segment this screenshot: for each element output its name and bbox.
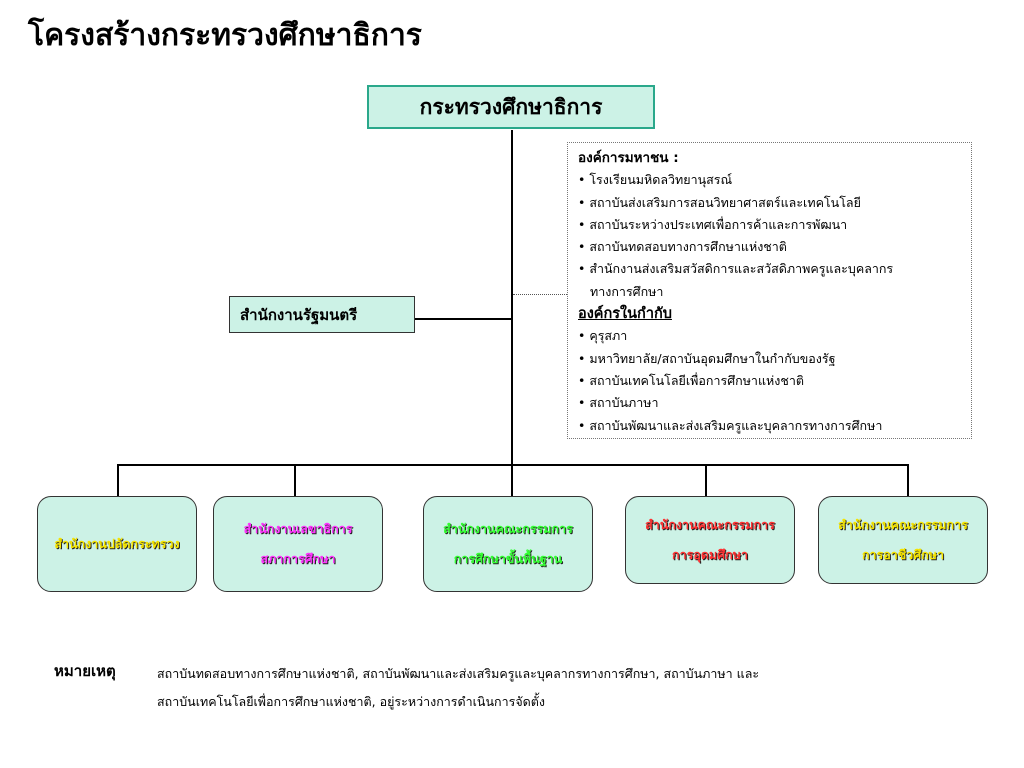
connector-unit-1 [117, 464, 119, 496]
unit-basic-education-commission: สำนักงานคณะกรรมการ การศึกษาขั้นพื้นฐาน [423, 496, 593, 592]
unit-label-line2: การอุดมศึกษา [672, 547, 748, 562]
public-org-item: • โรงเรียนมหิดลวิทยานุสรณ์ [578, 172, 733, 188]
public-org-item: • สถาบันระหว่างประเทศเพื่อการค้าและการพั… [578, 216, 848, 232]
connector-info-box [513, 294, 567, 295]
affiliated-organizations-box: องค์การมหาชน : • โรงเรียนมหิดลวิทยานุสรณ… [567, 142, 972, 439]
oversight-org-item: • มหาวิทยาลัย/สถาบันอุดมศึกษาในกำกับของร… [578, 350, 836, 366]
public-org-item: • สถาบันส่งเสริมการสอนวิทยาศาสตร์และเทคโ… [578, 194, 861, 210]
unit-education-council-office: สำนักงานเลขาธิการ สภาการศึกษา [213, 496, 383, 592]
unit-label-line2: การอาชีวศึกษา [861, 547, 945, 562]
connector-main-vertical [511, 130, 513, 465]
connector-unit-2 [294, 464, 296, 496]
unit-label-line2: การศึกษาขั้นพื้นฐาน [453, 551, 563, 566]
oversight-org-item: • สถาบันเทคโนโลยีเพื่อการศึกษาแห่งชาติ [578, 372, 804, 388]
note-text: สถาบันทดสอบทางการศึกษาแห่งชาติ, สถาบันพั… [157, 660, 759, 716]
unit-label-line1: สำนักงานคณะกรรมการ [443, 521, 573, 536]
public-org-header: องค์การมหาชน : [578, 150, 679, 166]
connector-units-horizontal [117, 464, 908, 466]
note-line: สถาบันเทคโนโลยีเพื่อการศึกษาแห่งชาติ, อย… [157, 694, 545, 709]
unit-higher-education-commission: สำนักงานคณะกรรมการ การอุดมศึกษา [625, 496, 795, 584]
public-org-item: • สถาบันทดสอบทางการศึกษาแห่งชาติ [578, 239, 787, 255]
note-line: สถาบันทดสอบทางการศึกษาแห่งชาติ, สถาบันพั… [157, 666, 760, 681]
connector-unit-4 [705, 464, 707, 496]
unit-label-line1: สำนักงานปลัดกระทรวง [54, 536, 180, 551]
connector-minister [415, 318, 512, 320]
ministry-box: กระทรวงศึกษาธิการ [367, 85, 655, 129]
note-label: หมายเหตุ [54, 662, 116, 680]
unit-label-line1: สำนักงานคณะกรรมการ [645, 517, 775, 532]
unit-vocational-education-commission: สำนักงานคณะกรรมการ การอาชีวศึกษา [818, 496, 988, 584]
oversight-org-header: องค์กรในกำกับ [578, 306, 672, 323]
connector-unit-5 [907, 464, 909, 496]
page-title: โครงสร้างกระทรวงศึกษาธิการ [28, 18, 422, 53]
unit-label-line1: สำนักงานเลขาธิการ [243, 521, 353, 536]
unit-label-line1: สำนักงานคณะกรรมการ [838, 517, 968, 532]
oversight-org-item: • สถาบันพัฒนาและส่งเสริมครูและบุคลากรทาง… [578, 417, 883, 433]
minister-office-box: สำนักงานรัฐมนตรี [229, 296, 415, 333]
unit-label-line2: สภาการศึกษา [260, 551, 336, 566]
connector-unit-3 [511, 464, 513, 496]
public-org-item: • สำนักงานส่งเสริมสวัสดิการและสวัสดิภาพค… [578, 261, 894, 277]
public-org-item-continued: ทางการศึกษา [590, 283, 664, 299]
oversight-org-item: • สถาบันภาษา [578, 395, 659, 411]
oversight-org-item: • คุรุสภา [578, 328, 628, 344]
unit-permanent-secretary-office: สำนักงานปลัดกระทรวง [37, 496, 197, 592]
